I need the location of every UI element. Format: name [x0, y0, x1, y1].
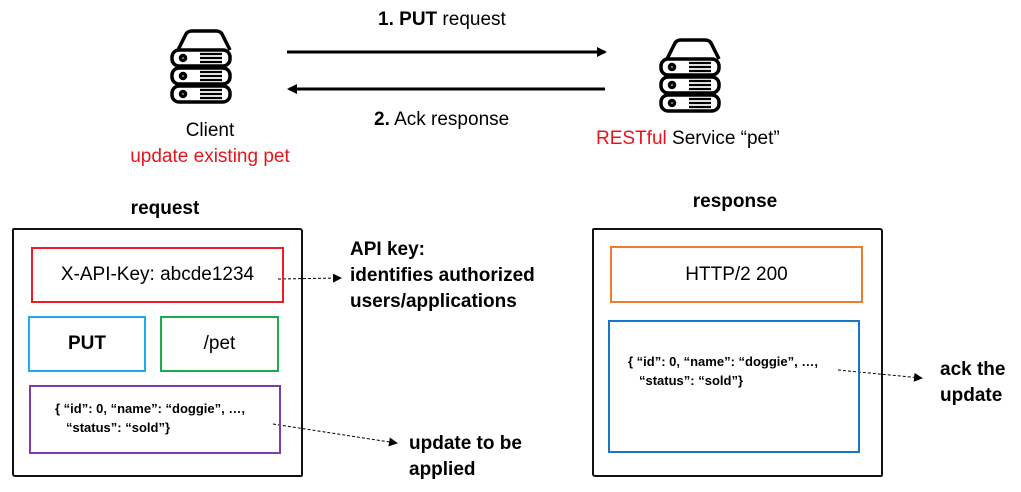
body-annotation-arrow [272, 423, 398, 447]
response-arrow-label: 2. Ack response [374, 109, 509, 131]
request-title: request [130, 198, 200, 219]
request-body-line-1: { “id”: 0, “name”: “doggie”, …, [55, 401, 245, 416]
ack-annotation-arrow [837, 369, 923, 382]
ack-annotation-line-1: ack the [940, 359, 1006, 380]
response-step-number: 2. [374, 109, 390, 130]
client-label: Client [185, 120, 235, 141]
status-line-box: HTTP/2 200 [610, 246, 863, 303]
api-key-annotation-line-2: identifies authorized [350, 265, 535, 286]
response-panel [592, 228, 883, 477]
response-body-line-1: { “id”: 0, “name”: “doggie”, …, [628, 354, 818, 369]
api-key-header-box: X-API-Key: abcde1234 [31, 247, 284, 303]
api-key-annotation-line-3: users/applications [350, 291, 517, 312]
status-line-text: HTTP/2 200 [685, 263, 788, 285]
api-key-annotation-arrow [277, 273, 342, 283]
path-box: /pet [160, 316, 279, 372]
request-method: PUT [399, 9, 438, 30]
service-label-restful: RESTful [596, 128, 667, 149]
api-key-annotation-line-1: API key: [350, 239, 425, 260]
body-annotation: update to be applied [409, 431, 522, 483]
service-server-icon [659, 38, 721, 113]
service-label: RESTful Service “pet” [596, 128, 780, 150]
ack-annotation: ack the update [940, 357, 1005, 409]
request-panel [12, 228, 303, 477]
response-arrow-text: Ack response [389, 109, 510, 130]
request-step-number: 1. [378, 9, 394, 30]
client-sublabel: update existing pet [130, 146, 290, 167]
request-arrow-label: 1. PUT request [378, 9, 506, 31]
ack-annotation-line-2: update [940, 385, 1003, 406]
request-arrow-text: request [437, 9, 506, 30]
request-body-line-2: “status”: “sold”} [66, 420, 171, 435]
body-annotation-line-2: applied [409, 459, 476, 480]
method-box: PUT [28, 316, 146, 372]
api-key-annotation: API key: identifies authorized users/app… [350, 237, 535, 315]
method-text: PUT [68, 333, 106, 354]
path-text: /pet [203, 333, 236, 354]
response-body-line-2: “status”: “sold”} [639, 373, 744, 388]
client-server-icon [170, 29, 232, 104]
response-title: response [692, 191, 778, 212]
response-body-box [608, 320, 860, 453]
body-annotation-line-1: update to be [409, 433, 522, 454]
api-key-header-text: X-API-Key: abcde1234 [60, 264, 255, 285]
service-label-name: Service “pet” [666, 128, 780, 149]
request-body-box [29, 385, 281, 454]
